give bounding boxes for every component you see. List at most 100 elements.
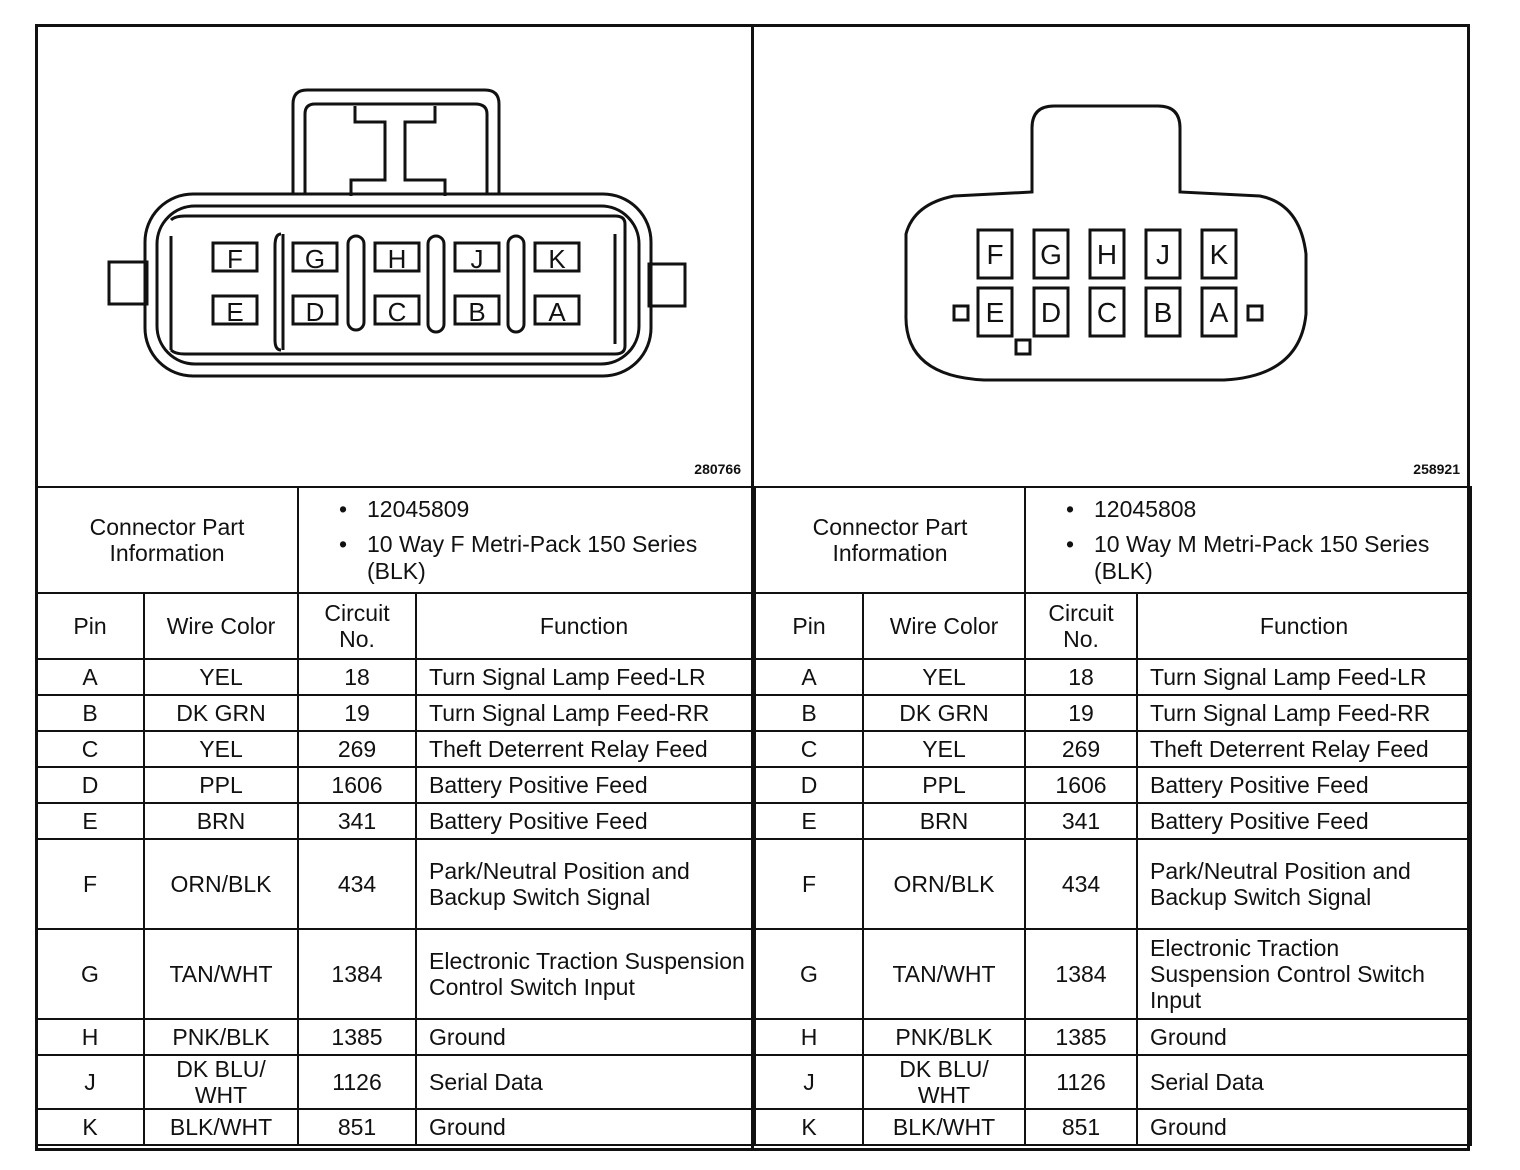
- pin-cell: F: [35, 838, 145, 930]
- left-pin-label-f: F: [227, 244, 243, 274]
- wire-color-cell: DK GRN: [142, 694, 300, 732]
- left-pin-label-h: H: [388, 244, 407, 274]
- wire-color-cell: BRN: [142, 802, 300, 840]
- table-header-row: Pin Wire Color Circuit No. Function: [754, 592, 1473, 660]
- right-pin-label-j: J: [1156, 239, 1170, 270]
- header-wire-color: Wire Color: [861, 592, 1027, 660]
- right-pin-label-b: B: [1154, 297, 1173, 328]
- header-circuit: Circuit No.: [1024, 592, 1139, 660]
- pin-cell: K: [754, 1108, 864, 1146]
- circuit-cell: 1385: [1024, 1018, 1139, 1056]
- function-cell: Battery Positive Feed: [1136, 802, 1473, 840]
- circuit-cell: 434: [297, 838, 418, 930]
- function-cell: Turn Signal Lamp Feed-LR: [415, 658, 754, 696]
- function-cell: Battery Positive Feed: [1136, 766, 1473, 804]
- header-wire-color: Wire Color: [142, 592, 300, 660]
- left-pin-label-g: G: [305, 244, 325, 274]
- male-connector-drawing: F G H J K E D C B A: [904, 104, 1308, 382]
- part-description: 10 Way F Metri-Pack 150 Series (BLK): [339, 531, 745, 585]
- pin-cell: G: [754, 928, 864, 1020]
- circuit-cell: 1126: [1024, 1054, 1139, 1110]
- pin-cell: E: [35, 802, 145, 840]
- pin-cell: A: [754, 658, 864, 696]
- circuit-cell: 341: [297, 802, 418, 840]
- function-cell: Park/Neutral Position and Backup Switch …: [1136, 838, 1473, 930]
- function-cell: Turn Signal Lamp Feed-RR: [1136, 694, 1473, 732]
- pin-cell: A: [35, 658, 145, 696]
- pin-cell: H: [754, 1018, 864, 1056]
- right-pin-label-d: D: [1041, 297, 1061, 328]
- function-cell: Battery Positive Feed: [415, 802, 754, 840]
- header-function: Function: [1136, 592, 1473, 660]
- circuit-cell: 1126: [297, 1054, 418, 1110]
- female-connector-drawing: F G H J K E D C B A: [107, 88, 687, 378]
- function-cell: Electronic Traction Suspension Control S…: [415, 928, 754, 1020]
- circuit-cell: 851: [1024, 1108, 1139, 1146]
- circuit-cell: 341: [1024, 802, 1139, 840]
- wire-color-cell: PNK/BLK: [861, 1018, 1027, 1056]
- connector-part-list: 12045809 10 Way F Metri-Pack 150 Series …: [297, 486, 754, 594]
- wire-color-cell: DK BLU/ WHT: [142, 1054, 300, 1110]
- right-connector-panel: F G H J K E D C B A 258921 Connector Par…: [753, 24, 1473, 1151]
- header-function: Function: [415, 592, 754, 660]
- circuit-cell: 851: [297, 1108, 418, 1146]
- right-pin-label-c: C: [1097, 297, 1117, 328]
- wire-color-cell: PPL: [142, 766, 300, 804]
- right-pin-label-h: H: [1097, 239, 1117, 270]
- circuit-cell: 19: [297, 694, 418, 732]
- left-figure-id: 280766: [694, 461, 741, 477]
- function-cell: Serial Data: [415, 1054, 754, 1110]
- circuit-cell: 1385: [297, 1018, 418, 1056]
- panel-divider: [751, 24, 754, 1151]
- function-cell: Serial Data: [1136, 1054, 1473, 1110]
- pin-cell: K: [35, 1108, 145, 1146]
- function-cell: Ground: [1136, 1018, 1473, 1056]
- wire-color-cell: DK GRN: [861, 694, 1027, 732]
- wire-color-cell: DK BLU/ WHT: [861, 1054, 1027, 1110]
- function-cell: Ground: [1136, 1108, 1473, 1146]
- right-connector-diagram: F G H J K E D C B A 258921: [754, 24, 1470, 486]
- pin-cell: B: [35, 694, 145, 732]
- circuit-cell: 1606: [297, 766, 418, 804]
- wire-color-cell: YEL: [142, 658, 300, 696]
- header-circuit: Circuit No.: [297, 592, 418, 660]
- function-cell: Theft Deterrent Relay Feed: [1136, 730, 1473, 768]
- right-pin-label-f: F: [986, 239, 1003, 270]
- function-cell: Turn Signal Lamp Feed-RR: [415, 694, 754, 732]
- pin-cell: J: [35, 1054, 145, 1110]
- connector-part-label: Connector Part Information: [753, 486, 1027, 594]
- wire-color-cell: TAN/WHT: [142, 928, 300, 1020]
- pin-cell: E: [754, 802, 864, 840]
- left-pin-label-j: J: [471, 244, 484, 274]
- pin-cell: D: [35, 766, 145, 804]
- function-cell: Electronic Traction Suspension Control S…: [1136, 928, 1473, 1020]
- wire-color-cell: PPL: [861, 766, 1027, 804]
- header-pin: Pin: [35, 592, 145, 660]
- part-description: 10 Way M Metri-Pack 150 Series (BLK): [1066, 531, 1464, 585]
- left-pin-label-k: K: [548, 244, 566, 274]
- function-cell: Ground: [415, 1018, 754, 1056]
- part-number: 12045809: [339, 496, 745, 523]
- pin-cell: C: [35, 730, 145, 768]
- part-info-row: Connector Part Information 12045808 10 W…: [753, 486, 1473, 594]
- circuit-cell: 18: [297, 658, 418, 696]
- left-pin-label-e: E: [226, 297, 243, 327]
- wire-color-cell: YEL: [861, 658, 1027, 696]
- part-number: 12045808: [1066, 496, 1464, 523]
- function-cell: Ground: [415, 1108, 754, 1146]
- left-pin-label-c: C: [388, 297, 407, 327]
- wire-color-cell: ORN/BLK: [861, 838, 1027, 930]
- pin-cell: J: [754, 1054, 864, 1110]
